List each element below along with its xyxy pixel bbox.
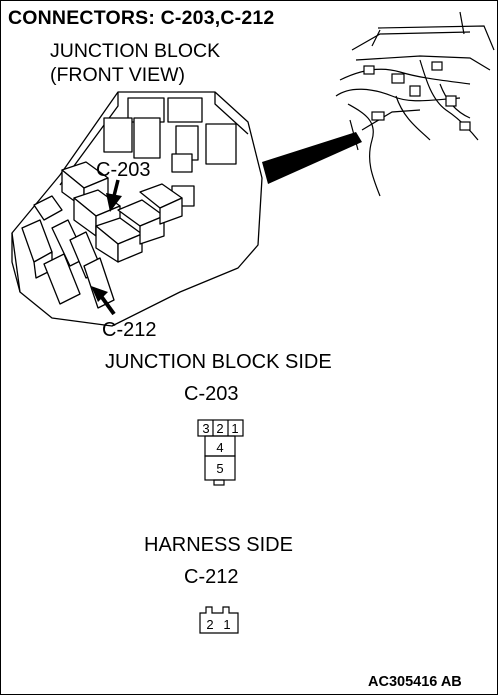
c212-connector-face	[199, 606, 239, 634]
c203-arrow	[106, 179, 122, 212]
junction-block-side-heading: JUNCTION BLOCK SIDE	[105, 351, 332, 373]
subtitle-front-view: (FRONT VIEW)	[50, 64, 186, 86]
c212-pin-1: 1	[223, 617, 230, 632]
pointer-wedge	[262, 132, 362, 184]
c203-pin-2: 2	[216, 421, 223, 436]
c203-connector-label: C-203	[184, 383, 239, 405]
c203-pin-3: 3	[202, 421, 209, 436]
c212-arrow	[91, 286, 116, 316]
harness-side-heading: HARNESS SIDE	[144, 534, 293, 556]
c203-pin-5: 5	[216, 461, 223, 476]
c212-connector-label: C-212	[184, 566, 239, 588]
c212-pin-2: 2	[206, 617, 213, 632]
callout-c203-label: C-203	[96, 159, 151, 181]
c203-pin-1: 1	[231, 421, 238, 436]
c203-pin-4: 4	[216, 440, 223, 455]
subtitle-junction-block: JUNCTION BLOCK	[50, 40, 221, 62]
figure-code: AC305416 AB	[368, 674, 462, 690]
c203-connector-face	[197, 419, 244, 486]
page-title: CONNECTORS: C-203,C-212	[8, 7, 275, 29]
callout-c212-label: C-212	[102, 319, 157, 341]
